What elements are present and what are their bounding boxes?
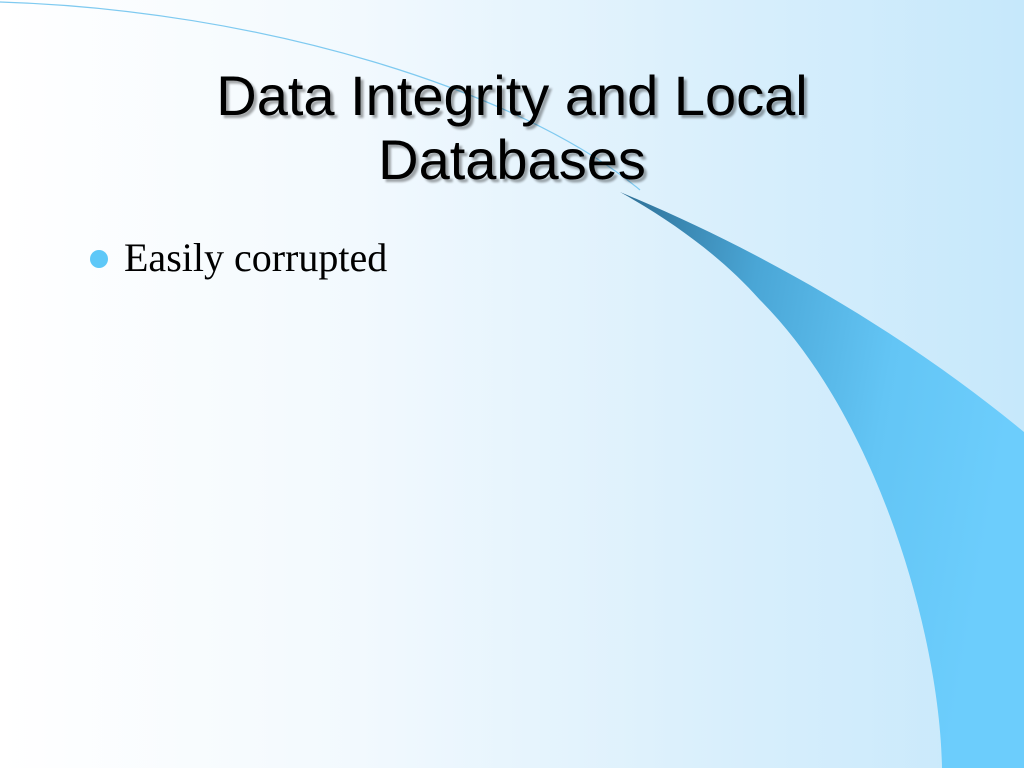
bullet-list: Easily corrupted xyxy=(90,232,387,284)
bullet-text: Easily corrupted xyxy=(124,235,388,280)
bullet-item: Easily corrupted xyxy=(90,232,387,284)
bullet-dot-icon xyxy=(90,250,108,268)
arc-line xyxy=(0,1,641,191)
swoosh-shape xyxy=(620,192,1024,768)
slide-title: Data Integrity and Local Databases xyxy=(216,64,808,191)
